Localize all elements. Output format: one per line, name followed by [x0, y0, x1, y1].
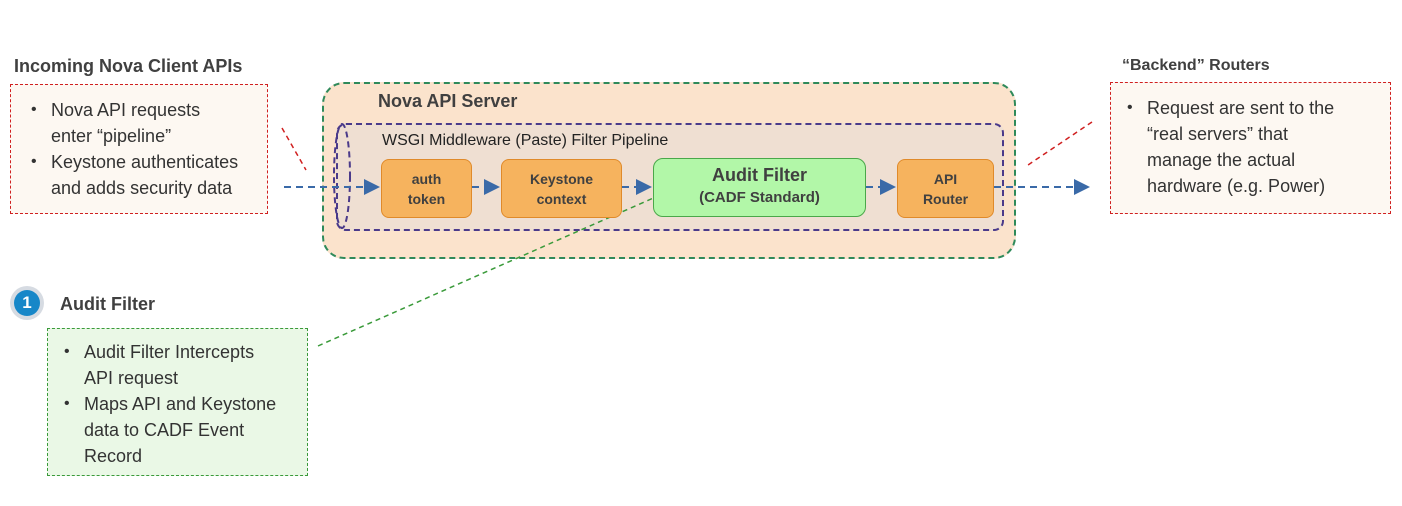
- audit-bullet-2: Maps API and Keystone data to CADF Event…: [62, 391, 299, 469]
- audit-filter-heading: Audit Filter: [60, 294, 155, 314]
- backend-note: Request are sent to the “real servers” t…: [1110, 82, 1391, 214]
- incoming-note: Nova API requests enter “pipeline” Keyst…: [10, 84, 268, 214]
- audit-callout-leader: [317, 187, 677, 347]
- api-router-label-line1: API: [933, 170, 958, 187]
- step-badge-number: 1: [14, 290, 40, 316]
- keystone-context-stage: Keystone context: [501, 159, 622, 218]
- backend-bullet-1: Request are sent to the “real servers” t…: [1125, 95, 1382, 199]
- step-badge: 1: [10, 286, 44, 320]
- keystone-context-label-line1: Keystone: [529, 170, 594, 187]
- audit-filter-stage-title: Audit Filter: [712, 165, 807, 185]
- incoming-heading: Incoming Nova Client APIs: [14, 56, 243, 76]
- server-title: Nova API Server: [378, 91, 518, 111]
- api-router-stage: API Router: [897, 159, 994, 218]
- auth-token-label-line2: token: [407, 190, 446, 207]
- auth-token-label-line1: auth: [411, 170, 442, 187]
- backend-heading: “Backend” Routers: [1122, 57, 1270, 74]
- audit-filter-note: Audit Filter Intercepts API request Maps…: [47, 328, 308, 476]
- api-router-label-line2: Router: [922, 190, 969, 207]
- pipeline-entry-ellipse: [333, 123, 351, 229]
- incoming-bullet-2: Keystone authenticates and adds security…: [29, 149, 259, 201]
- audit-filter-stage-subtitle: (CADF Standard): [699, 189, 820, 206]
- incoming-callout-leader: [281, 127, 307, 171]
- audit-bullet-1: Audit Filter Intercepts API request: [62, 339, 299, 391]
- keystone-context-label-line2: context: [536, 190, 587, 207]
- auth-token-stage: auth token: [381, 159, 472, 218]
- audit-filter-stage: Audit Filter (CADF Standard): [653, 158, 866, 217]
- pipeline-title: WSGI Middleware (Paste) Filter Pipeline: [382, 132, 669, 149]
- incoming-bullet-1: Nova API requests enter “pipeline”: [29, 97, 259, 149]
- backend-callout-leader: [1027, 121, 1093, 166]
